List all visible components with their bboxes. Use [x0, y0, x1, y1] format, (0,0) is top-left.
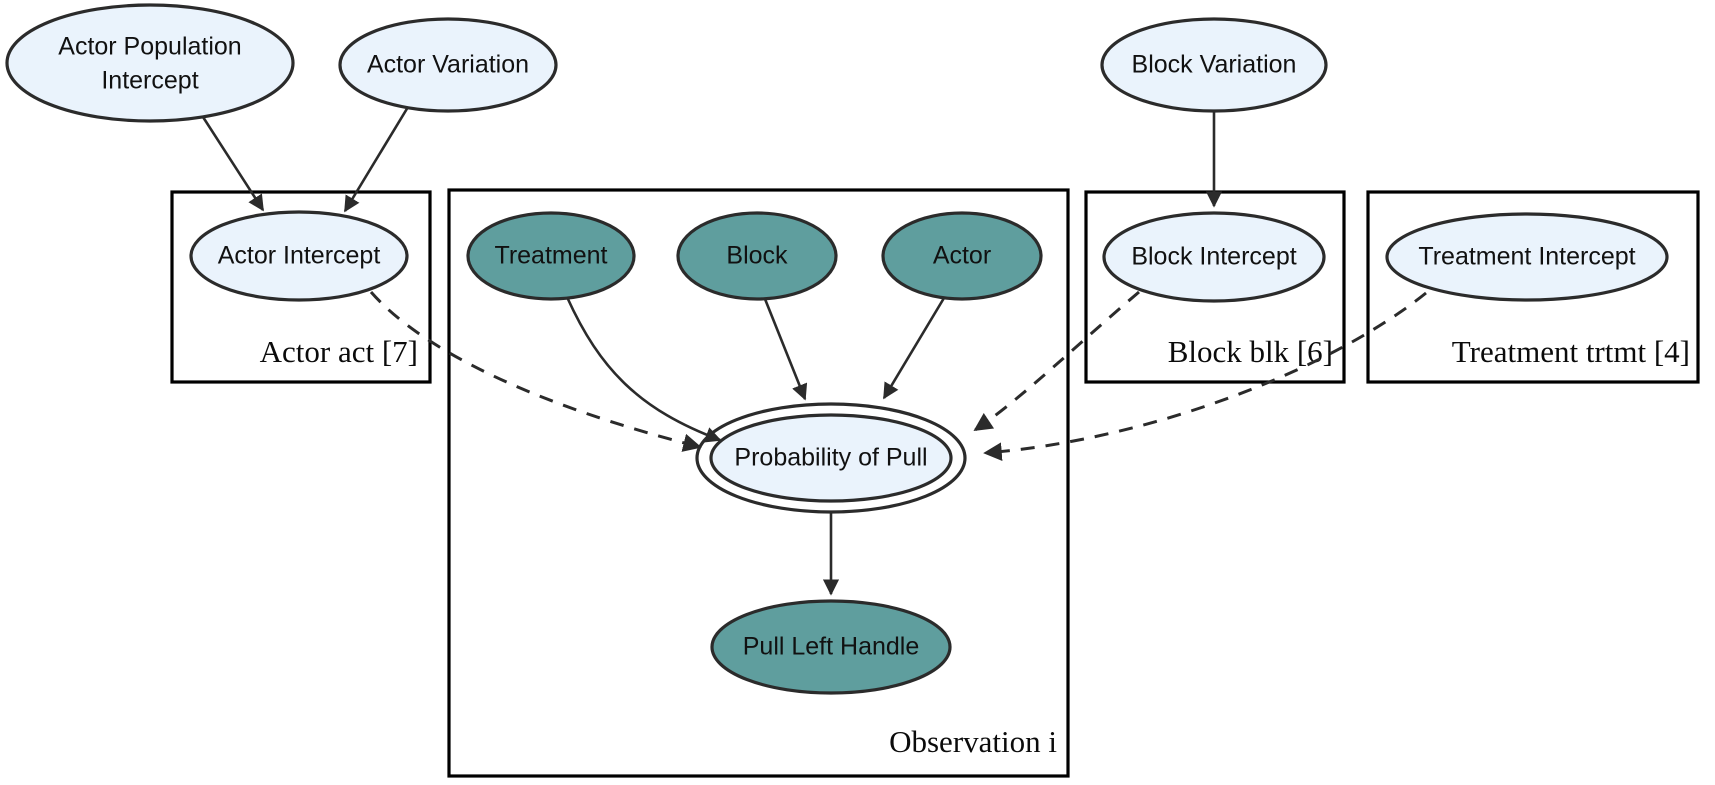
plate-observation-rect [447, 188, 1070, 778]
pull-left-handle-label: Pull Left Handle [743, 633, 920, 661]
block-ellipse[interactable] [676, 211, 838, 301]
plate-treatment: Treatment trtmt [4] [1366, 190, 1700, 384]
plate-treatment-label: Treatment trtmt [4] [1452, 334, 1690, 369]
nodes-layer: Actor Population Intercept Actor Variati… [5, 3, 1669, 695]
plate-block-label: Block blk [6] [1168, 334, 1333, 369]
probability-of-pull-label: Probability of Pull [734, 444, 927, 472]
actor-intercept-ellipse[interactable] [189, 210, 409, 302]
edge-actor-population-intercept-to-actor-intercept [201, 116, 265, 212]
node-treatment-intercept[interactable]: Treatment Intercept [1385, 212, 1669, 302]
node-pull-left-handle[interactable]: Pull Left Handle [710, 599, 952, 695]
node-block-variation[interactable]: Block Variation [1100, 17, 1328, 113]
node-actor-intercept[interactable]: Actor Intercept [189, 210, 409, 302]
edge-treatment-intercept-to-probability-of-pull [983, 291, 1427, 461]
actor-population-intercept-ellipse[interactable] [5, 3, 295, 123]
block-variation-ellipse[interactable] [1100, 17, 1328, 113]
plate-actor-label: Actor act [7] [260, 334, 418, 369]
treatment-intercept-label: Treatment Intercept [1418, 243, 1635, 271]
plate-observation-label: Observation i [889, 724, 1057, 759]
edges-layer [201, 106, 1427, 596]
edge-block-to-probability-of-pull [763, 298, 808, 401]
probability-of-pull-outer-ellipse [695, 402, 967, 514]
node-block[interactable]: Block [676, 211, 838, 301]
edge-actor-to-probability-of-pull [882, 297, 946, 400]
treatment-label: Treatment [494, 242, 607, 270]
actor-variation-label: Actor Variation [367, 51, 529, 79]
probability-of-pull-ellipse[interactable] [709, 413, 953, 503]
plate-actor: Actor act [7] [170, 190, 432, 384]
treatment-ellipse[interactable] [466, 211, 636, 301]
block-intercept-ellipse[interactable] [1102, 211, 1326, 303]
plate-actor-rect [170, 190, 432, 384]
edge-actor-variation-to-actor-intercept [343, 106, 410, 213]
actor-variation-ellipse[interactable] [338, 17, 558, 113]
plate-block: Block blk [6] [1084, 190, 1346, 384]
edge-actor-intercept-to-probability-of-pull [369, 291, 702, 452]
pull-left-handle-ellipse[interactable] [710, 599, 952, 695]
actor-intercept-label: Actor Intercept [218, 242, 381, 270]
node-actor[interactable]: Actor [881, 211, 1043, 301]
node-probability-of-pull[interactable]: Probability of Pull [695, 402, 967, 514]
actor-population-intercept-label-line1: Actor Population [58, 33, 241, 61]
actor-ellipse[interactable] [881, 211, 1043, 301]
node-block-intercept[interactable]: Block Intercept [1102, 211, 1326, 303]
block-variation-label: Block Variation [1132, 51, 1297, 79]
node-actor-population-intercept[interactable]: Actor Population Intercept [5, 3, 295, 123]
actor-label: Actor [933, 242, 991, 270]
plate-treatment-rect [1366, 190, 1700, 384]
plates-layer: Actor act [7] Observation i Block blk [6… [170, 188, 1700, 778]
node-actor-variation[interactable]: Actor Variation [338, 17, 558, 113]
edge-treatment-to-probability-of-pull [565, 296, 722, 443]
actor-population-intercept-label-line2: Intercept [101, 67, 198, 95]
node-treatment[interactable]: Treatment [466, 211, 636, 301]
block-intercept-label: Block Intercept [1131, 243, 1296, 271]
block-label: Block [726, 242, 788, 270]
treatment-intercept-ellipse[interactable] [1385, 212, 1669, 302]
edge-block-intercept-to-probability-of-pull [973, 290, 1140, 432]
plate-observation: Observation i [447, 188, 1070, 778]
